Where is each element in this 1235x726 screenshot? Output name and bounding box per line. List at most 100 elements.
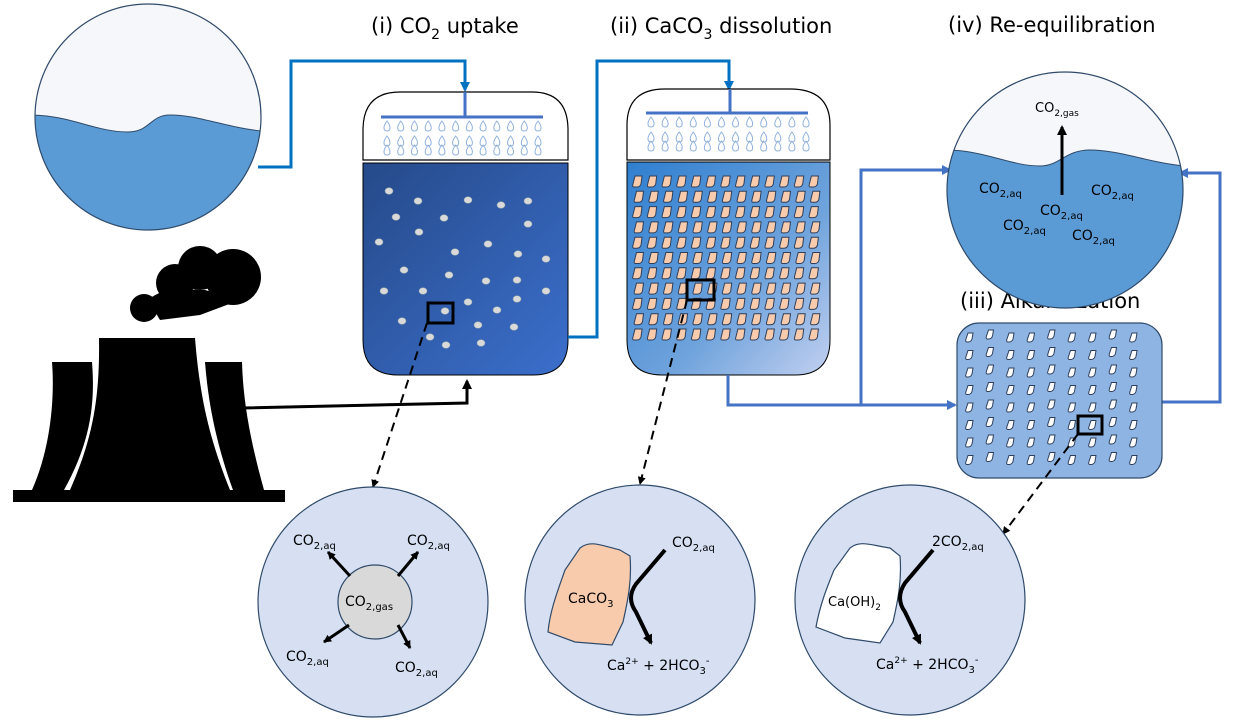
caco3-grain (736, 252, 747, 264)
water-droplet (520, 144, 528, 156)
gas-bubble (374, 238, 384, 246)
uptake-tank (362, 91, 569, 376)
caoh2-grain (1129, 350, 1138, 360)
caco3-grain (676, 206, 687, 219)
caco3-grain (749, 328, 761, 341)
caco3-grain (735, 206, 746, 219)
caco3-grain (690, 236, 702, 249)
caoh2-grain (1129, 420, 1138, 430)
caoh2-grain (985, 434, 995, 445)
caco3-grain (705, 236, 717, 249)
label-co2-aq: CO2,aq (1072, 228, 1115, 247)
caoh2-grain (965, 367, 974, 378)
caco3-grain (780, 282, 792, 295)
label-co2-aq: CO2,aq (1003, 218, 1046, 237)
water-droplet (493, 144, 501, 156)
caco3-grain (663, 313, 674, 326)
gas-bubble (413, 197, 423, 205)
label-co2-aq: CO2,aq (395, 660, 438, 679)
caoh2-grain (985, 364, 995, 375)
label-caoh2: Ca(OH)2 (828, 595, 881, 613)
caco3-grain (793, 206, 805, 219)
zoom-circle-alkalinization: Ca(OH)2 2CO2,aq Ca2+ + 2HCO3- (794, 484, 1026, 716)
water-droplet (479, 135, 487, 147)
caoh2-grain (1047, 399, 1056, 410)
caco3-grain (632, 267, 643, 280)
water-droplet (507, 135, 515, 147)
caco3-grain (749, 206, 761, 219)
caoh2-grain (1067, 350, 1077, 360)
caoh2-grain (985, 329, 995, 340)
water-droplet (465, 144, 473, 156)
caco3-grain (779, 206, 790, 219)
caoh2-grain (1026, 420, 1036, 430)
water-droplet (465, 135, 473, 147)
caco3-grain (721, 282, 733, 295)
caco3-grain (735, 175, 746, 188)
caco3-grain (721, 190, 733, 203)
caco3-grain (795, 313, 806, 326)
gas-bubble (440, 307, 450, 315)
gas-bubble (473, 321, 483, 329)
caco3-grain (547, 543, 632, 646)
water-droplet (802, 116, 810, 128)
caoh2-grain (1129, 332, 1138, 343)
water-droplet (520, 120, 528, 132)
caoh2-grain (1129, 437, 1138, 448)
caoh2-grain (1047, 364, 1056, 375)
caoh2-grain (1129, 367, 1138, 378)
caco3-grain (779, 267, 790, 280)
zoom-circle-caco3-dissolution: CaCO3 CO2,aq Ca2+ + 2HCO3- (524, 484, 756, 716)
caco3-grain (793, 267, 805, 280)
caco3-grain (692, 282, 703, 295)
caco3-grain (663, 190, 674, 203)
caoh2-grain (1088, 402, 1097, 413)
caco3-grain (721, 252, 733, 264)
water-droplet (647, 140, 655, 152)
caco3-grain (749, 236, 761, 249)
caco3-grain (705, 328, 717, 341)
caco3-grain (765, 252, 777, 264)
caco3-grain (810, 221, 821, 234)
label-co2-aq: CO2,aq (979, 181, 1022, 200)
caoh2-grain (985, 399, 995, 410)
caoh2-grain (965, 420, 974, 430)
caco3-grain (677, 252, 689, 264)
caco3-grain (676, 267, 687, 280)
power-plant-icon (13, 246, 285, 502)
gas-bubble (481, 277, 491, 285)
caco3-grain (735, 267, 746, 280)
caoh2-grain (1108, 434, 1118, 445)
label-co2-gas: CO2,gas (345, 594, 393, 613)
water-droplet (647, 116, 655, 128)
caoh2-grain (1108, 382, 1118, 392)
caoh2-grain (985, 417, 995, 427)
water-droplet (383, 135, 391, 147)
water-droplet (424, 120, 432, 132)
caoh2-grain (1006, 350, 1015, 360)
caco3-grain (793, 236, 805, 249)
caco3-grain (808, 175, 819, 188)
alkalinization-tank (956, 322, 1163, 479)
water-droplet (493, 120, 501, 132)
gas-bubble (512, 276, 522, 284)
caco3-grain (764, 297, 775, 310)
water-droplet (507, 120, 515, 132)
caco3-grain (663, 282, 674, 295)
caco3-grain (705, 206, 717, 219)
water-droplet (452, 135, 460, 147)
water-droplet (661, 116, 669, 128)
zoom-box-alkalinization (1076, 414, 1104, 436)
caoh2-grain (1026, 402, 1036, 413)
caco3-grain (808, 328, 819, 341)
caoh2-grain (1047, 382, 1056, 392)
caoh2-grain (1129, 455, 1138, 465)
caco3-grain (810, 313, 821, 326)
diffusion-arrow (396, 624, 412, 649)
caco3-grain (720, 236, 731, 249)
water-droplet (410, 135, 418, 147)
gas-bubbles (374, 187, 551, 349)
caco3-grain (780, 190, 792, 203)
water-droplet (760, 140, 768, 152)
